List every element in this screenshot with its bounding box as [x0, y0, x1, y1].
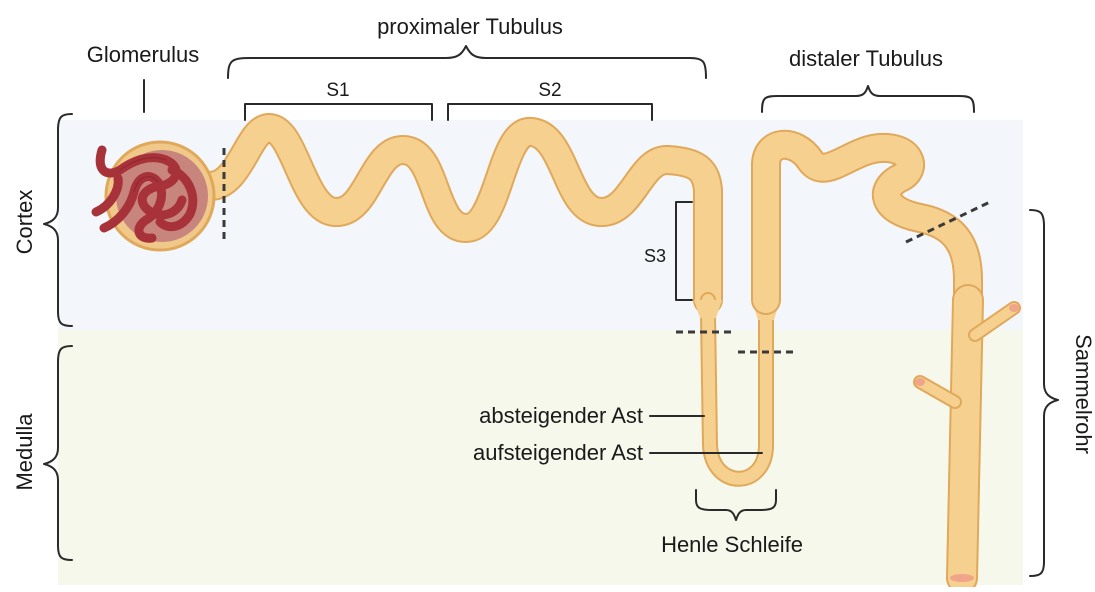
- s1-label: S1: [326, 80, 349, 101]
- collecting-duct-brace: [1030, 210, 1058, 576]
- henle-label: Henle Schleife: [661, 532, 803, 557]
- distal-brace: [762, 86, 974, 112]
- cortex-label: Cortex: [12, 190, 37, 255]
- ascending-label: aufsteigender Ast: [473, 440, 643, 465]
- proximal-brace: [228, 46, 706, 78]
- s2-bracket: [448, 104, 652, 120]
- collecting-duct-label: Sammelrohr: [1071, 334, 1095, 454]
- medulla-label: Medulla: [12, 413, 37, 491]
- s2-label: S2: [538, 80, 561, 101]
- descending-label: absteigender Ast: [479, 403, 643, 428]
- glomerulus-label: Glomerulus: [87, 42, 199, 67]
- s3-label: S3: [644, 246, 666, 266]
- proximal-label: proximaler Tubulus: [377, 14, 563, 39]
- distal-label: distaler Tubulus: [789, 46, 943, 71]
